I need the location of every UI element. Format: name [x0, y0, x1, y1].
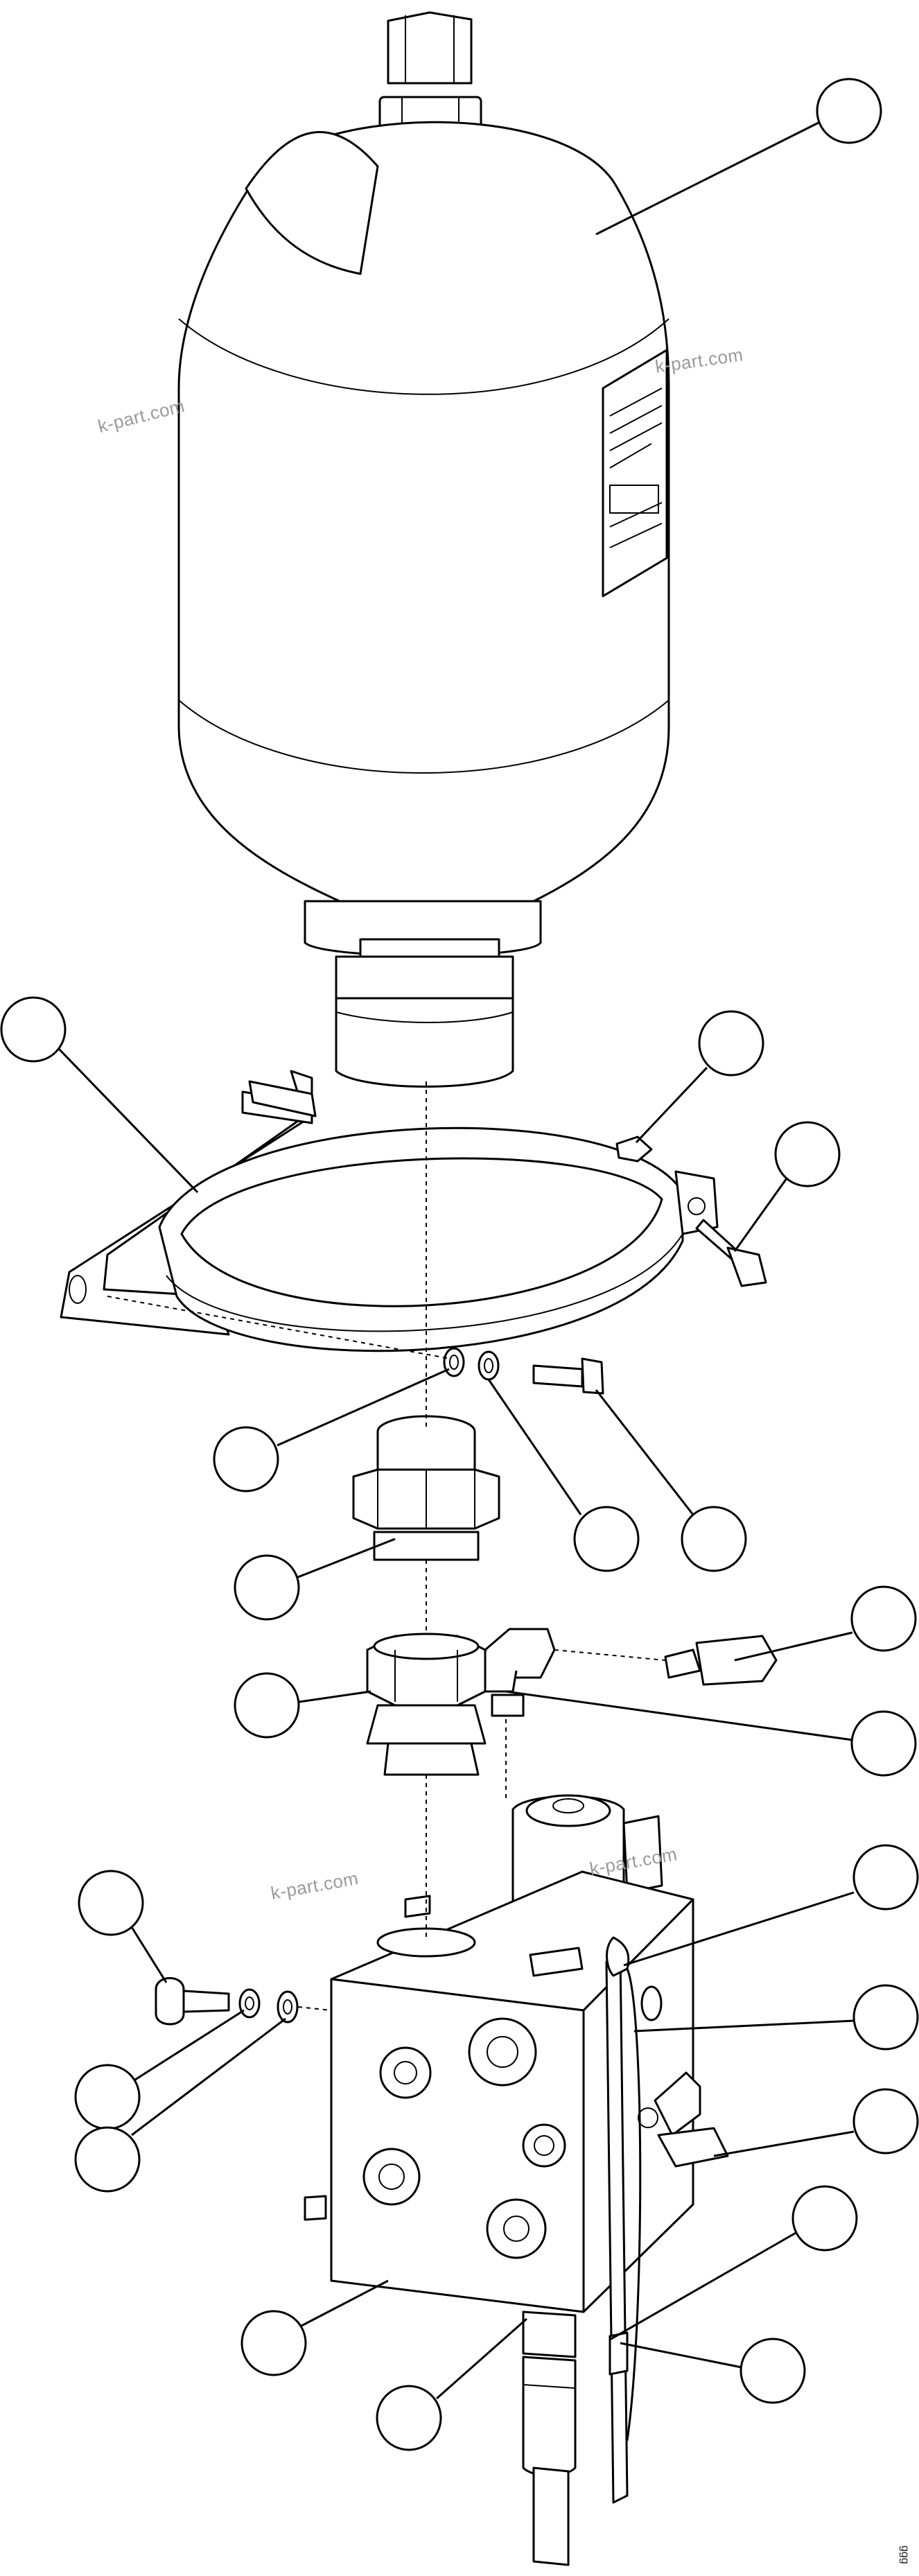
callout-elbow-orifice[interactable]: [505, 1690, 917, 1777]
adapter-fitting: [352, 1415, 500, 1561]
callout-adapter-fitting[interactable]: [234, 1538, 396, 1621]
elbow-fitting: [484, 1628, 556, 1717]
callout-clamp-band[interactable]: [0, 996, 199, 1194]
washer-pair: [443, 1347, 604, 1395]
callout-accumulator[interactable]: [595, 78, 882, 236]
callout-cartridge-valve[interactable]: [376, 2317, 527, 2451]
callout-plug[interactable]: [734, 1585, 917, 1662]
callout-harness-clip[interactable]: [609, 2185, 858, 2341]
callout-washer-right[interactable]: [487, 1379, 640, 1572]
callout-valve-knob[interactable]: [713, 2088, 919, 2157]
callout-hose[interactable]: [620, 2338, 806, 2404]
cartridge-valve: [522, 2310, 577, 2566]
mounting-bolt-set: [155, 1977, 299, 2026]
assembly-centerlines: [107, 1081, 666, 2011]
callout-nut[interactable]: [635, 1010, 764, 1144]
callout-lock-washer[interactable]: [74, 2017, 286, 2193]
valve-block: [304, 1870, 729, 2313]
swivel-fitting: [366, 1633, 487, 1776]
callout-valve-block[interactable]: [240, 2279, 389, 2376]
callout-clamp-bolt[interactable]: [733, 1121, 841, 1252]
callout-mounting-bolt[interactable]: [78, 1870, 168, 1983]
accumulator: [177, 11, 670, 1088]
callout-bolt-short[interactable]: [595, 1389, 747, 1572]
callout-sensor-lead[interactable]: [633, 1984, 919, 2051]
drawing-reference: ggg: [899, 2545, 911, 2564]
callout-solenoid-harness[interactable]: [623, 1844, 919, 1967]
callout-washer-left[interactable]: [213, 1368, 450, 1492]
clamp-assembly: [60, 1070, 767, 1352]
callout-swivel-nut-fitting[interactable]: [234, 1672, 371, 1739]
callout-flat-washer[interactable]: [74, 2009, 245, 2130]
plug-fitting: [664, 1635, 778, 1686]
